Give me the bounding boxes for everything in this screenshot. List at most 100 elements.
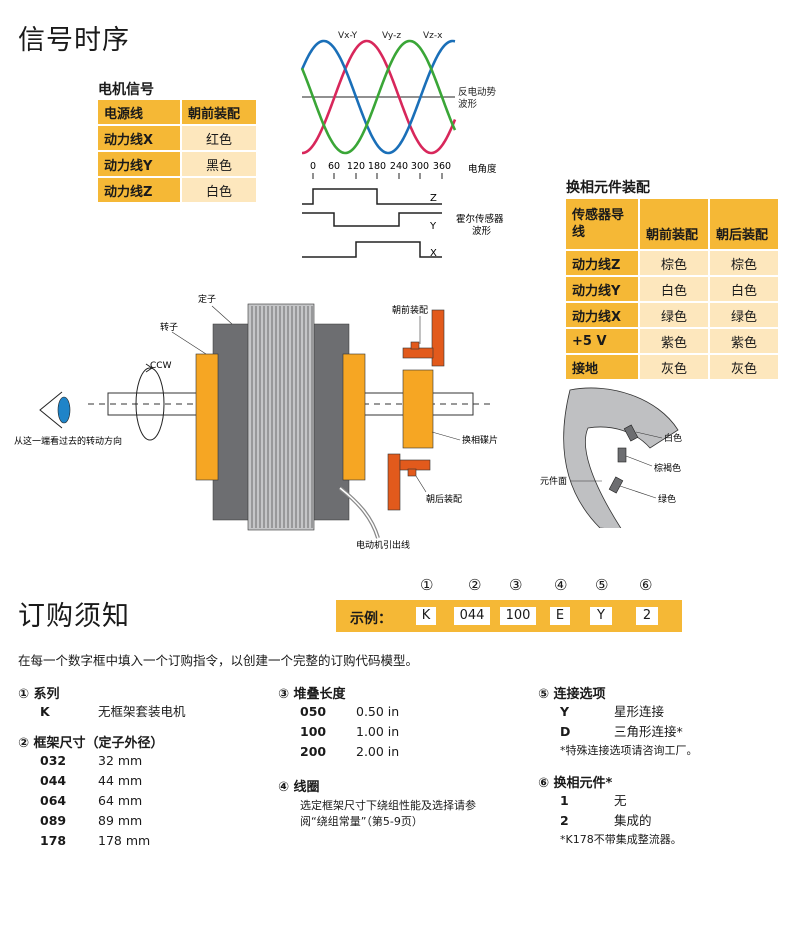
commutation-rear: 白色 [708,277,778,303]
example-label: 示例： [350,611,392,627]
table-row: 动力线Y 白色 白色 [566,277,778,303]
waveform-x-y [302,39,457,155]
comm-title: ⑥ 换相元件* [538,776,613,791]
rear-mount-bracket [387,453,401,511]
sensor-brown-label: 棕褐色 [654,462,681,474]
waveform-z-x [300,39,457,155]
sensor-face-label: 元件面 [540,475,567,487]
hall-label-z: Z [430,193,437,204]
hall-label-x: X [430,248,437,259]
commutation-disc [402,369,434,449]
position-4: ④ [554,576,568,594]
comm-note: *K178不带集成整流器。 [560,833,682,846]
waveform-diagram: Vx-Y Vy-z Vz-x 反电动势波形 0 60 120 180 240 3… [300,31,504,259]
rotor-label: 转子 [160,321,178,333]
commutation-header-3: 朝后装配 [708,199,778,251]
table-row: 动力线Y 黑色 [98,152,256,178]
angle-tick: 240 [390,161,408,172]
eye-icon [39,391,63,429]
front-mount-label: 朝前装配 [392,304,428,316]
angle-tick: 300 [411,161,429,172]
back-emf-label: 反电动势波形 [458,86,497,110]
commutation-line: 动力线Y [566,277,638,303]
motor-signal-header-1: 电源线 [98,100,180,126]
winding-note-1: 选定框架尺寸下绕组性能及选择请参 [300,799,476,812]
motor-signal-color: 红色 [180,126,256,152]
motor-signal-line: 动力线Y [98,152,180,178]
connection-title: ⑤ 连接选项 [538,687,606,702]
sensor-white-label: 白色 [664,432,682,444]
angle-tick: 60 [328,161,340,172]
wave-label-1: Vx-Y [338,31,358,41]
motor-signal-color: 白色 [180,178,256,204]
commutation-rear: 绿色 [708,303,778,329]
commutation-header-2: 朝前装配 [638,199,708,251]
motor-signal-line: 动力线X [98,126,180,152]
commutation-header-1: 传感器导线 [566,199,638,251]
hall-wave-y [302,212,442,227]
angle-label: 电角度 [468,163,497,175]
table-row: 动力线Z 棕色 棕色 [566,251,778,277]
commutation-table: 传感器导线 朝前装配 朝后装配 动力线Z 棕色 棕色 动力线Y 白色 白色 动力… [566,199,778,381]
table-row: 动力线X 绿色 绿色 [566,303,778,329]
commutation-front: 灰色 [638,355,708,381]
winding-title: ④ 线圈 [278,780,320,795]
example-commutation: 2 [636,607,658,625]
motor-diagram: 定子 转子 CCW 朝前装配 换相碟片 朝后装配 电动机引出线 从这一端看过去的… [14,293,498,551]
angle-tick: 360 [433,161,451,172]
example-frame: 044 [454,607,490,625]
position-1: ① [420,576,434,594]
commutation-front: 白色 [638,277,708,303]
angle-ticks: 0 60 120 180 240 300 360 [310,161,451,172]
front-mount-bracket [431,309,445,367]
order-title: 订购须知 [18,601,130,632]
order-intro: 在每一个数字框中填入一个订购指令，以创建一个完整的订购代码模型。 [18,653,419,668]
hall-title: 霍尔传感器波形 [456,213,504,237]
hall-label-y: Y [429,221,437,232]
sensor-green-label: 绿色 [658,493,676,505]
angle-tick: 180 [368,161,386,172]
motor-signal-table: 电源线 朝前装配 动力线X 红色 动力线Y 黑色 动力线Z 白色 [98,100,256,204]
position-2: ② [468,576,482,594]
sensor-face [563,387,679,528]
table-row: 动力线X 红色 [98,126,256,152]
commutation-front: 棕色 [638,251,708,277]
ccw-arrow-icon [135,367,165,441]
lead-wire-label: 电动机引出线 [356,539,410,551]
sensor-brown [617,447,627,463]
angle-tick: 0 [310,161,316,172]
commutation-line: 接地 [566,355,638,381]
position-6: ⑥ [639,576,653,594]
example-winding: E [550,607,570,625]
series-title: ① 系列 [18,687,60,702]
frame-title: ② 框架尺寸（定子外径） [18,736,164,751]
waveform-y-z [300,39,456,155]
hall-wave-z [302,188,442,205]
stator-label: 定子 [198,293,216,305]
stator-laminations [247,303,315,531]
commutation-rear: 灰色 [708,355,778,381]
commutation-rear: 紫色 [708,329,778,355]
sensor-green [608,476,624,494]
connection-note: *特殊连接选项请咨询工厂。 [560,744,698,757]
table-row: 接地 灰色 灰色 [566,355,778,381]
commutation-line: +5 V [566,329,638,355]
position-5: ⑤ [595,576,609,594]
commutation-rear: 棕色 [708,251,778,277]
motor-signal-line: 动力线Z [98,178,180,204]
angle-tick: 120 [347,161,365,172]
example-stack: 100 [500,607,536,625]
stack-title: ③ 堆叠长度 [278,687,346,702]
table-row: 动力线Z 白色 [98,178,256,204]
